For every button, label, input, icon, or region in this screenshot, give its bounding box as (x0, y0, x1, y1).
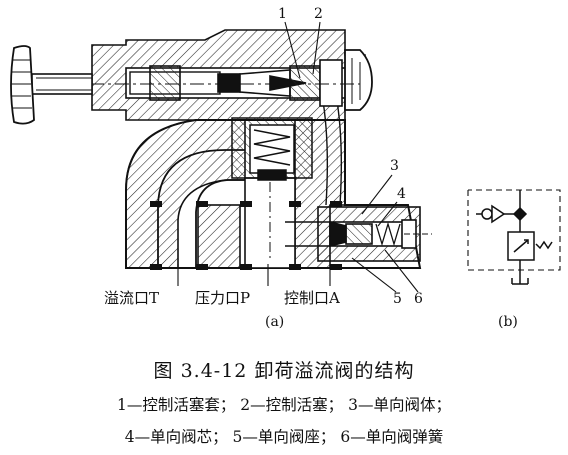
hydraulic-symbol (467, 189, 561, 285)
bonnet (40, 29, 373, 121)
leader-lines (177, 21, 419, 293)
valve-body (125, 119, 422, 270)
part-label-1: 1 (278, 6, 287, 22)
subfigure-label-b: (b) (498, 314, 518, 330)
part-label-5: 5 (393, 291, 402, 307)
handwheel (10, 45, 93, 125)
subfigure-label-a: (a) (265, 314, 284, 330)
figure-caption-title: 图 3.4-12 卸荷溢流阀的结构 (153, 360, 415, 382)
check-valve (285, 206, 432, 262)
port-label-p: 压力口P (195, 289, 250, 307)
part-label-4: 4 (397, 186, 406, 202)
part-label-2: 2 (314, 6, 323, 22)
spring-chamber (231, 117, 313, 181)
part-label-3: 3 (390, 158, 399, 174)
port-label-a: 控制口A (284, 289, 340, 307)
port-label-t: 溢流口T (104, 289, 159, 307)
figure-legend-line-2: 4—单向阀芯； 5—单向阀座； 6—单向阀弹簧 (124, 428, 444, 446)
figure-legend-line-1: 1—控制活塞套； 2—控制活塞； 3—单向阀体； (117, 396, 451, 414)
part-label-6: 6 (414, 291, 423, 307)
